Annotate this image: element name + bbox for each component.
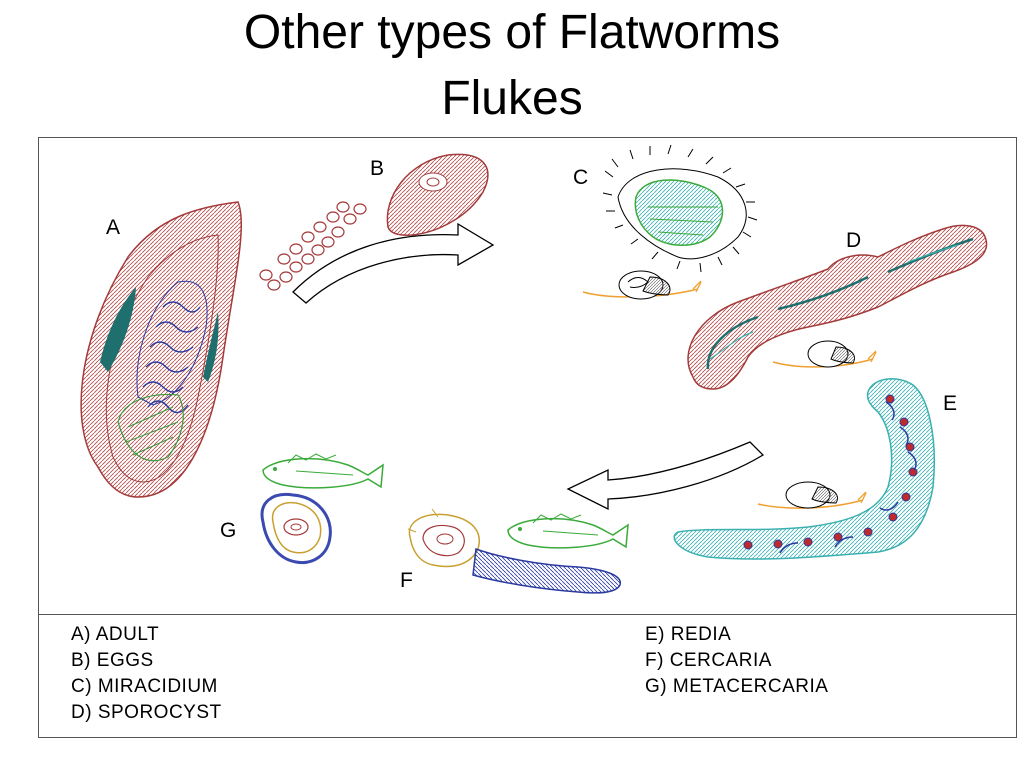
legend-left-column: A) ADULT B) EGGS C) MIRACIDIUM D) SPOROC… xyxy=(71,622,222,726)
legend-item-metacercaria: G) METACERCARIA xyxy=(645,676,829,697)
eggs xyxy=(259,153,489,291)
arrow-eggs-to-miracidium xyxy=(292,222,495,304)
label-f: F xyxy=(400,569,413,592)
label-b: B xyxy=(370,157,384,180)
fish-2 xyxy=(262,453,384,489)
adult-fluke xyxy=(80,201,243,498)
legend-item-sporocyst: D) SPOROCYST xyxy=(71,702,222,723)
snail-1 xyxy=(582,270,702,300)
legend-item-miracidium: C) MIRACIDIUM xyxy=(71,676,218,697)
label-c: C xyxy=(573,166,588,189)
legend-divider xyxy=(38,614,1017,615)
fluke-life-cycle-diagram: D E F xyxy=(80,144,988,594)
legend-right-column: E) REDIA F) CERCARIA G) METACERCARIA xyxy=(645,622,828,700)
label-d: D xyxy=(846,229,861,252)
label-g: G xyxy=(220,519,236,542)
legend-item-eggs: B) EGGS xyxy=(71,650,154,671)
label-a: A xyxy=(106,216,120,239)
sporocyst: D xyxy=(687,224,988,390)
arrow-redia-to-cercaria xyxy=(566,441,765,511)
legend-item-redia: E) REDIA xyxy=(645,624,732,645)
cercaria: F xyxy=(400,508,621,594)
metacercaria: G xyxy=(220,492,332,565)
legend-item-cercaria: F) CERCARIA xyxy=(645,650,772,671)
legend-item-adult: A) ADULT xyxy=(71,624,160,645)
redia: E xyxy=(673,378,957,560)
page-title: Other types of Flatworms xyxy=(243,6,781,59)
snail-2 xyxy=(772,340,877,368)
miracidium xyxy=(602,144,758,273)
page-subtitle: Flukes xyxy=(441,72,583,125)
fish-1 xyxy=(507,513,629,549)
snail-3 xyxy=(757,481,867,509)
label-e: E xyxy=(943,392,957,415)
